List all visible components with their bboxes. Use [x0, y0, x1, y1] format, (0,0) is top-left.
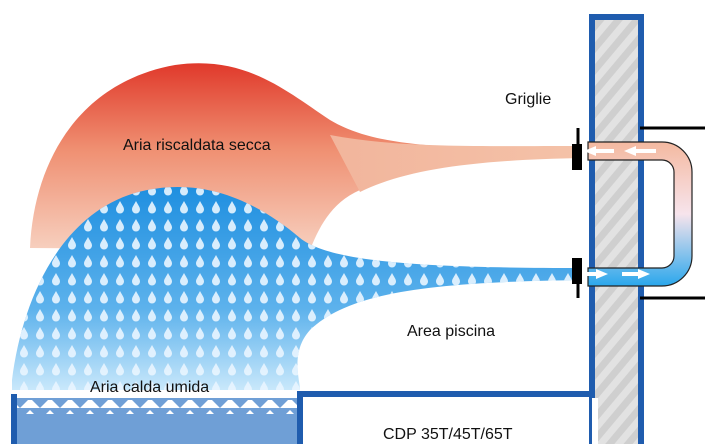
grille-bottom: [572, 258, 582, 284]
outflow-arrows: [584, 146, 656, 156]
hot-air-stream: [330, 135, 582, 192]
grille-top: [572, 144, 582, 170]
water-droplets: [12, 187, 582, 390]
inflow-arrows: [584, 269, 650, 279]
label-pool-area: Area piscina: [407, 323, 496, 340]
wall-hatch: [595, 20, 638, 444]
pool-outline: [11, 391, 592, 444]
pool-waves: [14, 400, 299, 414]
label-griglie: Griglie: [505, 91, 552, 108]
label-model: CDP 35T/45T/65T: [383, 426, 513, 443]
label-humid-air: Aria calda umida: [90, 379, 210, 396]
label-dry-air: Aria riscaldata secca: [123, 137, 271, 154]
wall-gap: [592, 398, 598, 444]
